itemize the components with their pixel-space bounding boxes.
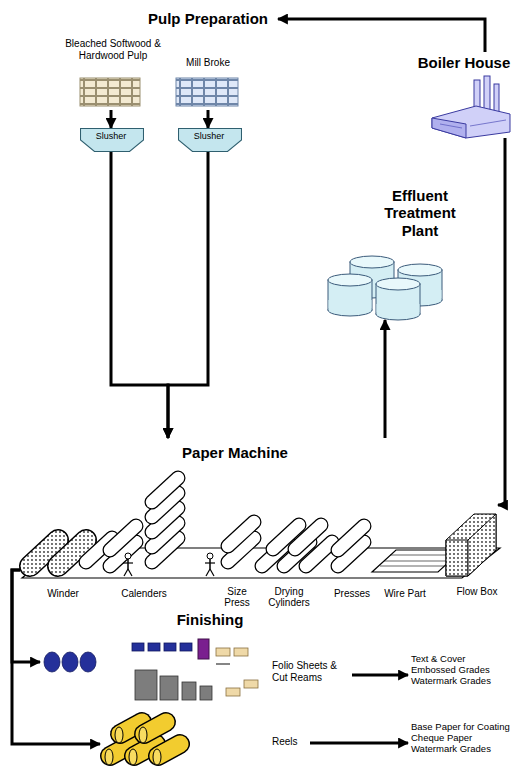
part-label: Size Press (218, 586, 256, 608)
folio-sheets: Folio Sheets & Cut Reams (40, 638, 352, 710)
reels: Reels (100, 714, 310, 770)
node-text: Effluent Treatment Plant (378, 187, 462, 239)
node-text: Folio Sheets & Cut Reams (272, 660, 350, 683)
node-text: Mill Broke (170, 57, 246, 69)
section-heading: Pulp Preparation (140, 8, 278, 30)
node-text: Base Paper for Coating Cheque Paper Wate… (411, 722, 511, 755)
flow-arrow (168, 152, 208, 438)
part-label: Presses (328, 588, 376, 599)
node-text: Slusher (80, 131, 142, 141)
flow-arrow (110, 110, 113, 128)
slusher-tank: Slusher (80, 128, 144, 152)
flow-arrow (384, 320, 387, 438)
product-grades: Base Paper for Coating Cheque Paper Wate… (408, 720, 514, 766)
part-label: Finishing (160, 612, 260, 629)
paper-machine: Paper Machine (20, 438, 498, 583)
node-text: Bleached Softwood & Hardwood Pulp (63, 38, 163, 61)
flow-arrow (352, 674, 408, 677)
node-text: Paper Machine (175, 444, 295, 461)
part-label: Calenders (114, 588, 174, 599)
flow-arrow (12, 570, 100, 744)
node-text: Boiler House (414, 54, 514, 71)
part-label: Wire Part (378, 588, 432, 599)
broke-bales: Mill Broke (170, 55, 248, 110)
part-label: Winder (36, 588, 90, 599)
flow-arrow (12, 570, 40, 662)
flow-arrow (278, 19, 485, 52)
flow-arrow (498, 138, 505, 505)
part-label: Flow Box (456, 586, 498, 597)
slusher-tank: Slusher (178, 128, 242, 152)
node-text: Reels (272, 736, 308, 748)
product-grades: Text & Cover Embossed Grades Watermark G… (408, 652, 514, 698)
node-text: Pulp Preparation (140, 10, 276, 27)
flow-arrow (111, 152, 168, 438)
pulp-bales: Bleached Softwood & Hardwood Pulp (55, 38, 170, 110)
boiler-house: Boiler House (412, 52, 516, 138)
effluent-plant: Effluent Treatment Plant (340, 185, 470, 320)
flow-arrow (310, 742, 408, 745)
flow-arrow (207, 110, 210, 128)
node-text: Slusher (178, 131, 240, 141)
part-label: Drying Cylinders (260, 586, 318, 608)
node-text: Text & Cover Embossed Grades Watermark G… (411, 654, 511, 687)
